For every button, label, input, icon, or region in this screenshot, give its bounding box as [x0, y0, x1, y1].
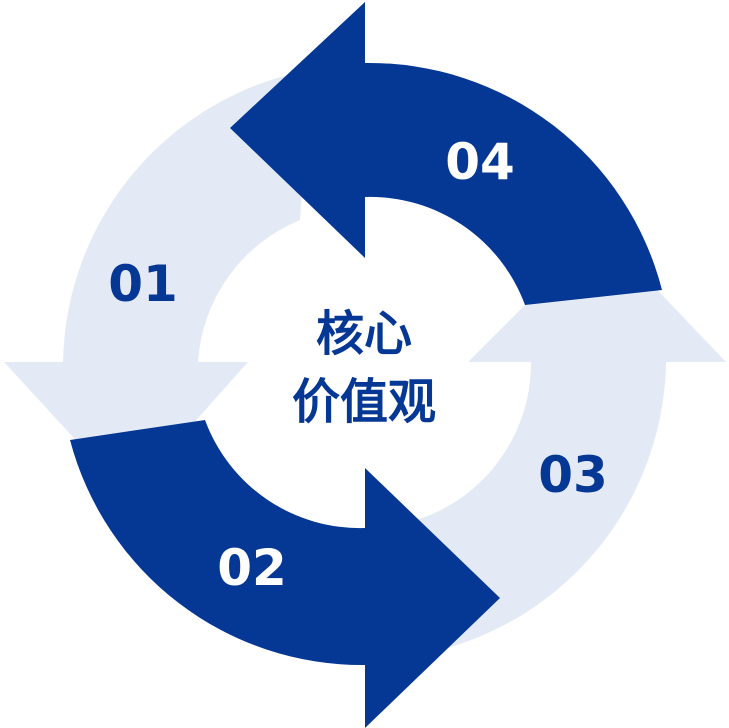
step-label-03: 03 [538, 446, 608, 504]
arrow-02 [70, 420, 500, 728]
step-label-02: 02 [217, 539, 287, 597]
arrow-01 [4, 70, 310, 497]
center-title-line1: 核心 [316, 306, 412, 362]
center-title-line2: 价值观 [292, 374, 436, 430]
arrow-04 [230, 2, 662, 305]
step-label-01: 01 [108, 255, 178, 313]
step-label-04: 04 [445, 133, 515, 191]
arrow-03 [395, 230, 726, 658]
